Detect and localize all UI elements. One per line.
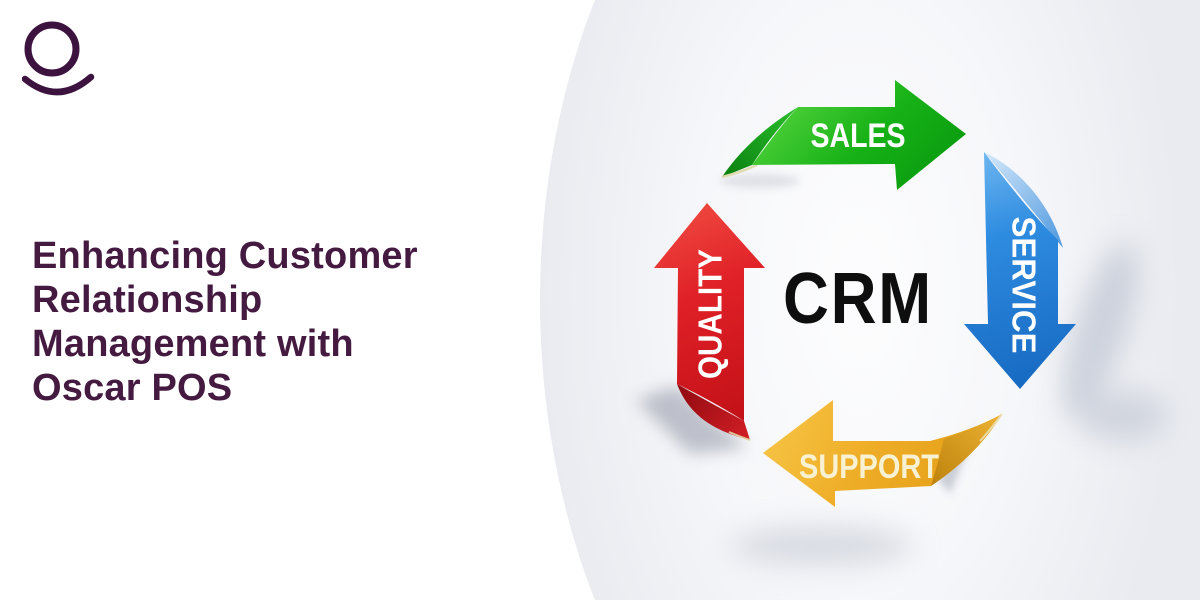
sales-arrow-edge: [721, 163, 758, 179]
service-arrow-body: [964, 152, 1076, 389]
sales-arrow-fold: [722, 107, 798, 177]
sales-arrow: SALES: [721, 80, 966, 190]
page-title-line: Relationship: [32, 279, 263, 321]
quality-arrow-label: QUALITY: [692, 249, 729, 379]
support-arrow-label: SUPPORT: [799, 448, 939, 486]
quality-arrow-fold: [677, 384, 750, 440]
shadow: [1078, 390, 1166, 442]
quality-arrow-body: [654, 203, 765, 421]
page-title-line: Management with: [32, 323, 354, 365]
crm-label: CRM: [783, 259, 933, 339]
page-title-line: Oscar POS: [32, 367, 233, 409]
support-arrow-body: [763, 400, 1002, 507]
quality-arrow-edge: [728, 431, 751, 441]
oscar-pos-logo: [22, 21, 95, 96]
logo-smile-arc-icon: [22, 73, 95, 96]
logo-circle-icon: [24, 21, 80, 77]
support-arrow: SUPPORT: [763, 400, 1003, 507]
shadow: [730, 526, 914, 566]
page-title: Enhancing Customer Relationship Manageme…: [32, 234, 418, 410]
sales-arrow-label: SALES: [811, 117, 906, 155]
service-arrow: SERVICE: [964, 152, 1076, 389]
shadow: [636, 386, 748, 454]
support-arrow-fold: [931, 414, 1002, 486]
support-arrow-edge: [979, 413, 1003, 442]
shadow: [720, 174, 800, 188]
sales-arrow-body: [752, 80, 966, 190]
service-arrow-label: SERVICE: [1006, 217, 1043, 354]
quality-arrow: QUALITY: [654, 203, 765, 441]
shadow: [1062, 242, 1138, 418]
page-title-line: Enhancing Customer: [32, 235, 418, 277]
